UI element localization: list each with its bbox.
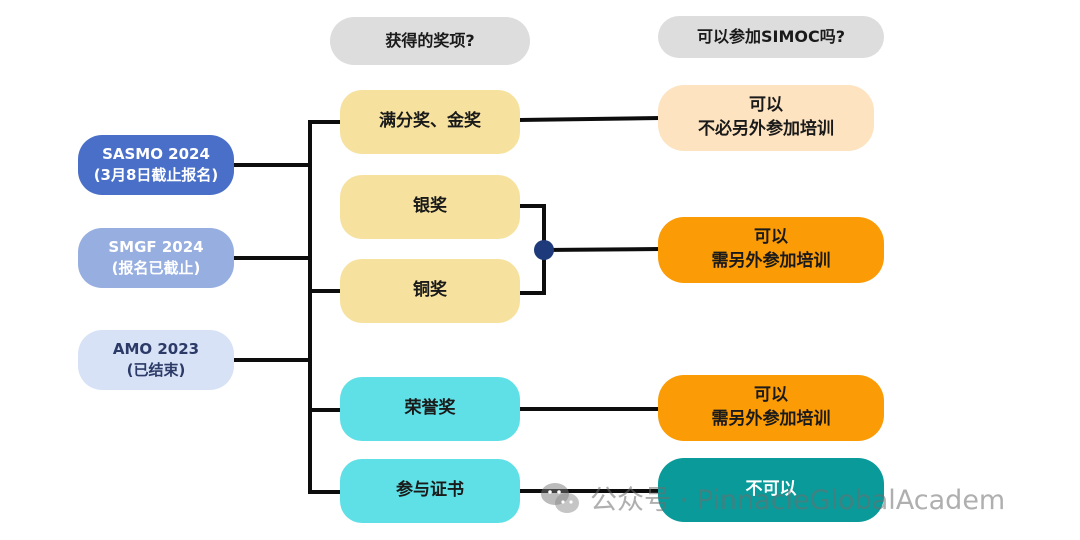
- watermark-text: 公众号 · PinnacleGlobalAcadem: [590, 485, 1006, 516]
- junction-dot: [534, 240, 554, 260]
- wechat-icon: [541, 482, 579, 513]
- result-yes-training-1: 可以 需另外参加培训: [658, 217, 884, 283]
- header-awards: 获得的奖项?: [330, 17, 530, 65]
- result-no: 不可以: [658, 458, 884, 522]
- award-gold: 满分奖、金奖: [340, 90, 520, 154]
- competition-smgf: SMGF 2024 (报名已截止): [78, 228, 234, 288]
- award-bronze: 铜奖: [340, 259, 520, 323]
- link-gold-result: [517, 115, 661, 123]
- award-silver: 银奖: [340, 175, 520, 239]
- result-yes-training-2: 可以 需另外参加培训: [658, 375, 884, 441]
- watermark: 公众号 · PinnacleGlobalAcadem: [540, 478, 1005, 517]
- award-participation: 参与证书: [340, 459, 520, 523]
- link-bracket-result: [541, 246, 661, 253]
- result-yes-no-training: 可以 不必另外参加培训: [658, 85, 874, 151]
- competition-sasmo: SASMO 2024 (3月8日截止报名): [78, 135, 234, 195]
- competition-amo: AMO 2023 (已结束): [78, 330, 234, 390]
- award-honor: 荣誉奖: [340, 377, 520, 441]
- header-eligibility: 可以参加SIMOC吗?: [658, 16, 884, 58]
